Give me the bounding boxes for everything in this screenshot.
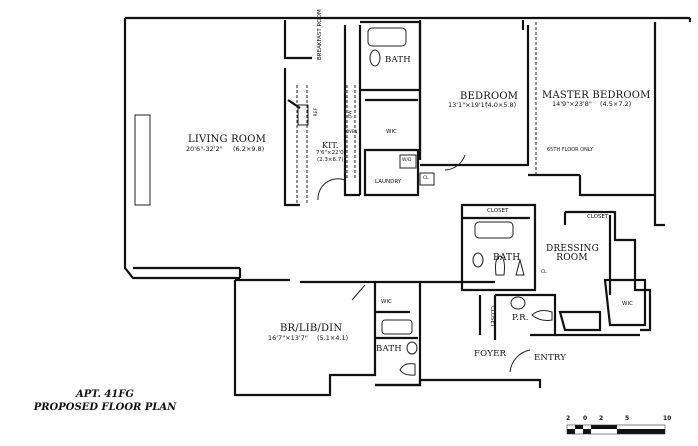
laundry-door-swing <box>317 178 346 201</box>
ref-label: REF <box>314 107 320 117</box>
bottom-bathtub <box>381 319 413 335</box>
living-room-window <box>134 114 151 206</box>
mid-toilet <box>495 255 525 276</box>
kitchen-counter-left <box>296 85 308 205</box>
br-lib-din-dims: 16'7"×13'7" <box>268 334 308 342</box>
dw-label: DW <box>348 110 354 119</box>
bedroom-door-swing <box>444 154 466 171</box>
living-room-label: LIVING ROOM <box>188 134 267 145</box>
entry-label: ENTRY <box>534 353 567 363</box>
powder-room-walls <box>478 293 557 340</box>
bedroom-dims: 13'1"×19'1" <box>448 101 488 109</box>
bottom-wic-label: WIC <box>381 299 392 305</box>
cl-top-label: CL <box>423 176 429 181</box>
wic-right-label: WIC <box>622 301 633 307</box>
closet-label-1: CLOSET <box>487 208 509 214</box>
closet-label-3: CLOSET <box>489 306 495 328</box>
scale-tick: 10 <box>663 415 672 422</box>
bottom-toilet <box>399 363 416 376</box>
closet-top <box>419 172 435 186</box>
bottom-sink <box>406 341 418 355</box>
scale-tick: 2 <box>566 415 571 422</box>
kitchen-label: KIT. <box>322 141 339 150</box>
top-sink <box>369 49 381 67</box>
mid-bath-label: BATH <box>493 253 521 263</box>
pr-toilet <box>531 310 553 321</box>
exterior-wall-top <box>123 16 690 280</box>
dressing-walls <box>563 210 652 332</box>
master-bedroom-dims: 14'9"×23'8" <box>552 100 592 108</box>
top-wic-label: WIC <box>386 129 397 135</box>
master-bedroom-metric: (4.5×7.2) <box>600 100 632 108</box>
refrigerator <box>297 104 309 126</box>
master-bottom-wall <box>528 173 655 197</box>
scale-tick: 0 <box>583 415 588 422</box>
kitchen-dims: 7'6"×22'0" <box>316 150 347 156</box>
top-bath-walls <box>360 20 422 160</box>
master-bedroom-label: MASTER BEDROOM <box>542 90 651 101</box>
br-lib-din-metric: (5.1×4.1) <box>317 334 349 342</box>
bedroom-walls <box>418 20 530 167</box>
plan-title-caption: PROPOSED FLOOR PLAN <box>33 402 177 413</box>
entry-door-swing <box>509 349 531 373</box>
laundry-label: LAUNDRY <box>375 179 402 185</box>
scale-bar <box>566 424 666 435</box>
kitchen-counter-right <box>346 85 356 180</box>
wic-right-walls <box>603 278 647 327</box>
living-room-dims: 20'6"-32'2" <box>186 145 223 153</box>
bottom-bath-walls <box>375 280 422 387</box>
closet-label-2: CLOSET <box>587 214 609 220</box>
floor-note: 65TH FLOOR ONLY <box>547 147 594 153</box>
closet-bath-walls <box>460 203 537 292</box>
scale-tick: 5 <box>625 415 630 422</box>
br-lib-din-door <box>351 284 366 301</box>
pr-sink <box>510 296 526 310</box>
top-bathtub <box>367 27 407 47</box>
wic-walls <box>363 98 420 197</box>
washer-dryer <box>399 154 417 169</box>
mid-sink <box>472 252 484 268</box>
powder-room-label: P.R. <box>512 313 529 323</box>
kitchen-metric: (2.3×6.7) <box>317 157 344 163</box>
br-lib-din-label: BR/LIB/DIN <box>280 323 343 334</box>
wd-label: W/D <box>402 158 412 163</box>
living-room-metric: (6.2×9.8) <box>233 145 265 153</box>
exterior-wall-right <box>653 18 692 227</box>
lower-right-walls <box>555 310 640 337</box>
oven-label: OVEN <box>346 129 358 134</box>
top-bath-label: BATH <box>385 55 411 65</box>
mid-bathtub <box>474 221 514 239</box>
foyer-label: FOYER <box>474 349 507 359</box>
bottom-bath-label: BATH <box>376 344 402 354</box>
dressing-room-label: DRESSING ROOM <box>546 244 599 264</box>
kitchen-walls <box>283 20 362 207</box>
breakfast-room-label: BREAKFAST ROOM <box>317 9 323 60</box>
scale-tick: 2 <box>599 415 604 422</box>
bedroom-label: BEDROOM <box>460 91 519 102</box>
bedroom-metric: (4.0×5.8) <box>485 101 517 109</box>
plan-title-apartment: APT. 41FG <box>76 389 134 400</box>
cl-mid-label: CL <box>541 270 547 275</box>
